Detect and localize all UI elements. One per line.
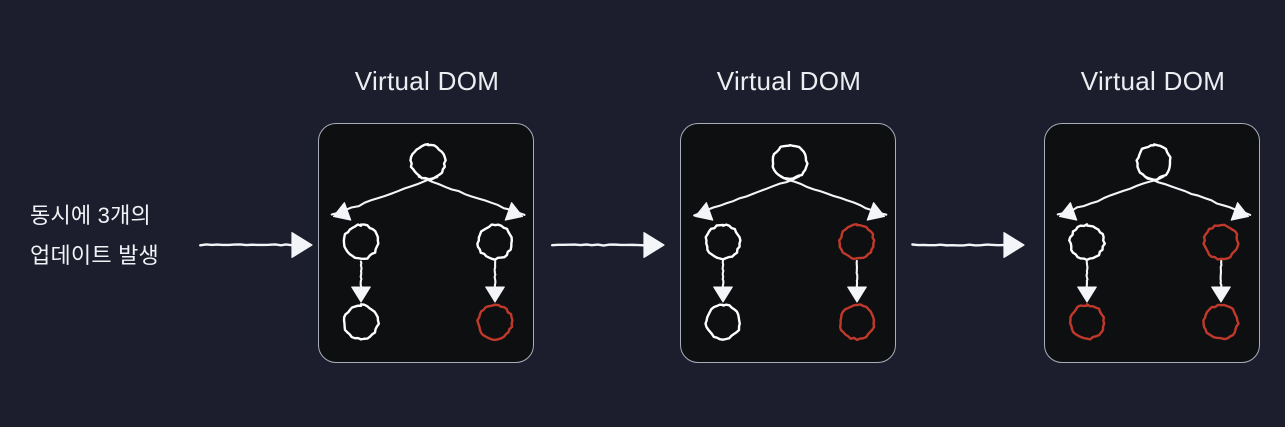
- virtual-dom-stage-1: Virtual DOM: [318, 0, 536, 427]
- edge-root-to-left-child: [1056, 175, 1165, 216]
- edge-root-to-right-child: [1143, 175, 1252, 216]
- arrow-caption-to-stage-1-glyph: [199, 232, 313, 258]
- dom-tree-2: [693, 143, 888, 342]
- arrow-stage-2-to-stage-3-head: [1003, 232, 1025, 258]
- batch-update-caption: 동시에 3개의 업데이트 발생: [30, 196, 210, 276]
- dom-node-left-leaf-default: [342, 303, 381, 341]
- caption-line-1: 동시에 3개의: [30, 203, 151, 228]
- caption-line-2: 업데이트 발생: [30, 243, 159, 268]
- arrow-stage-1-to-stage-2-head: [643, 232, 665, 258]
- arrow-caption-to-stage-1-head: [291, 232, 313, 258]
- virtual-dom-panel-2: [680, 123, 896, 363]
- dom-node-right-leaf-updated: [476, 303, 514, 342]
- stage-title-1: Virtual DOM: [354, 66, 500, 96]
- dom-node-left-child-default: [704, 223, 742, 261]
- arrowhead-root-to-left-child: [694, 202, 714, 221]
- arrow-stage-2-to-stage-3-glyph: [911, 232, 1025, 258]
- arrowhead-right-child-to-right-leaf: [847, 286, 867, 303]
- arrowhead-root-to-right-child: [1230, 202, 1250, 221]
- dom-node-right-child-default: [476, 223, 513, 261]
- arrow-caption-to-stage-1: [196, 228, 314, 262]
- arrowhead-root-to-right-child: [504, 202, 524, 221]
- arrow-caption-to-stage-1-shaft: [199, 243, 294, 247]
- edge-root-to-right-child: [779, 175, 888, 216]
- edge-root-to-right-child: [417, 175, 526, 216]
- arrow-stage-1-to-stage-2-shaft: [550, 243, 646, 247]
- stage-title-3: Virtual DOM: [1080, 66, 1226, 96]
- dom-tree-3: [1056, 143, 1252, 341]
- virtual-dom-stage-3: Virtual DOM: [1044, 0, 1262, 427]
- stage-title-2: Virtual DOM: [716, 66, 862, 96]
- virtual-dom-panel-1: [318, 123, 534, 363]
- arrowhead-root-to-left-child: [1058, 202, 1078, 221]
- virtual-dom-panel-3: [1044, 123, 1260, 363]
- dom-node-root-default: [771, 143, 809, 181]
- dom-node-left-leaf-default: [704, 303, 741, 341]
- arrow-stage-2-to-stage-3-shaft: [911, 243, 1005, 247]
- arrow-stage-1-to-stage-2-glyph: [550, 232, 665, 258]
- arrow-stage-1-to-stage-2: [548, 228, 666, 262]
- arrow-stage-2-to-stage-3: [908, 228, 1026, 262]
- dom-node-left-leaf-updated: [1068, 303, 1106, 341]
- dom-node-right-leaf-updated: [1202, 303, 1240, 341]
- dom-node-left-child-default: [1068, 223, 1107, 262]
- arrowhead-root-to-right-child: [866, 202, 886, 221]
- dom-node-right-leaf-updated: [838, 303, 876, 342]
- edge-root-to-left-child: [693, 175, 801, 217]
- arrowhead-left-child-to-left-leaf: [1077, 286, 1097, 303]
- arrowhead-root-to-left-child: [332, 202, 352, 221]
- dom-node-root-default: [409, 143, 447, 181]
- edge-root-to-left-child: [330, 176, 439, 216]
- dom-node-right-child-updated: [1202, 223, 1240, 261]
- arrowhead-right-child-to-right-leaf: [485, 286, 505, 303]
- arrowhead-left-child-to-left-leaf: [713, 286, 733, 303]
- dom-node-right-child-updated: [837, 223, 876, 261]
- dom-node-root-default: [1135, 143, 1172, 182]
- arrowhead-right-child-to-right-leaf: [1211, 286, 1231, 303]
- dom-node-left-child-default: [342, 223, 380, 261]
- virtual-dom-stage-2: Virtual DOM: [680, 0, 898, 427]
- dom-tree-1: [330, 143, 526, 342]
- arrowhead-left-child-to-left-leaf: [351, 286, 371, 303]
